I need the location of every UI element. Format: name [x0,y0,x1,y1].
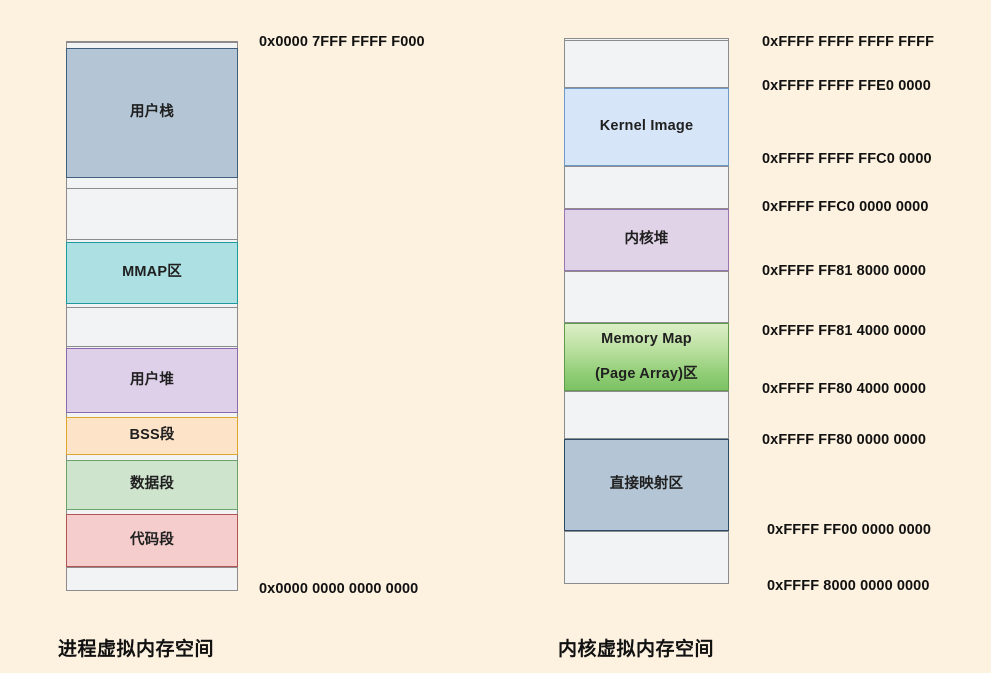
memory-block-gap-3 [564,391,729,439]
addr-0000-0000-0000-0000: 0x0000 0000 0000 0000 [259,581,419,597]
memory-block-memory-map: Memory Map (Page Array)区 [564,323,729,391]
addr-ffff-ffff-ffc0-0000: 0xFFFF FFFF FFC0 0000 [762,151,932,167]
addr-ffff-ff80-4000-0000: 0xFFFF FF80 4000 0000 [762,381,927,397]
memory-block-user-heap: 用户堆 [66,348,238,413]
memory-block-bss-segment: BSS段 [66,417,238,455]
memory-block-gap-3 [66,567,238,591]
memory-block-label: Memory Map [601,331,692,348]
process-space-caption: 进程虚拟内存空间 [58,639,215,660]
memory-block-label: 用户堆 [129,371,175,388]
memory-block-label: Kernel Image [599,118,694,135]
process-memory-column: 用户栈 MMAP区用户堆 BSS段数据段代码段 [66,42,238,591]
addr-ffff-ff81-8000-0000: 0xFFFF FF81 8000 0000 [762,263,927,279]
memory-block-label: MMAP区 [122,264,182,281]
memory-block-label: 用户栈 [129,104,175,121]
addr-ffff-8000-0000-0000: 0xFFFF 8000 0000 0000 [767,578,930,594]
addr-ffff-ff81-4000-0000: 0xFFFF FF81 4000 0000 [762,323,927,339]
addr-ffff-ffff-ffe0-0000: 0xFFFF FFFF FFE0 0000 [762,78,931,94]
addr-ffff-ffff-ffff-ffff: 0xFFFF FFFF FFFF FFFF [762,34,935,50]
memory-block-kernel-image: Kernel Image [564,88,729,166]
memory-block-direct-map: 直接映射区 [564,439,729,531]
memory-block-gap-1 [66,188,238,240]
memory-block-code-segment: 代码段 [66,514,238,567]
memory-block-label: BSS段 [129,427,175,444]
addr-ffff-ffc0-0000-0000: 0xFFFF FFC0 0000 0000 [762,199,929,215]
addr-ffff-ff80-0000-0000: 0xFFFF FF80 0000 0000 [762,432,927,448]
memory-block-data-segment: 数据段 [66,460,238,510]
memory-block-mmap-region: MMAP区 [66,242,238,304]
memory-block-label: 内核堆 [624,231,669,248]
memory-block-kernel-heap: 内核堆 [564,209,729,271]
memory-block-gap-2 [564,271,729,323]
memory-block-label: (Page Array)区 [595,365,698,382]
memory-block-gap-top [564,40,729,88]
memory-block-label: 直接映射区 [609,476,684,493]
kernel-space-caption: 内核虚拟内存空间 [558,639,715,660]
memory-block-user-stack: 用户栈 [66,48,238,178]
memory-block-label: 数据段 [129,476,175,493]
memory-block-label: 代码段 [129,531,175,548]
memory-block-gap-1 [564,166,729,209]
memory-block-gap-bottom [564,531,729,584]
addr-ffff-ff00-0000-0000: 0xFFFF FF00 0000 0000 [767,522,932,538]
memory-block-gap-2 [66,307,238,347]
kernel-memory-column: Kernel Image 内核堆 Memory Map (Page Array)区直接… [564,38,729,584]
addr-0000-7fff-ffff-f000: 0x0000 7FFF FFFF F000 [259,34,425,50]
